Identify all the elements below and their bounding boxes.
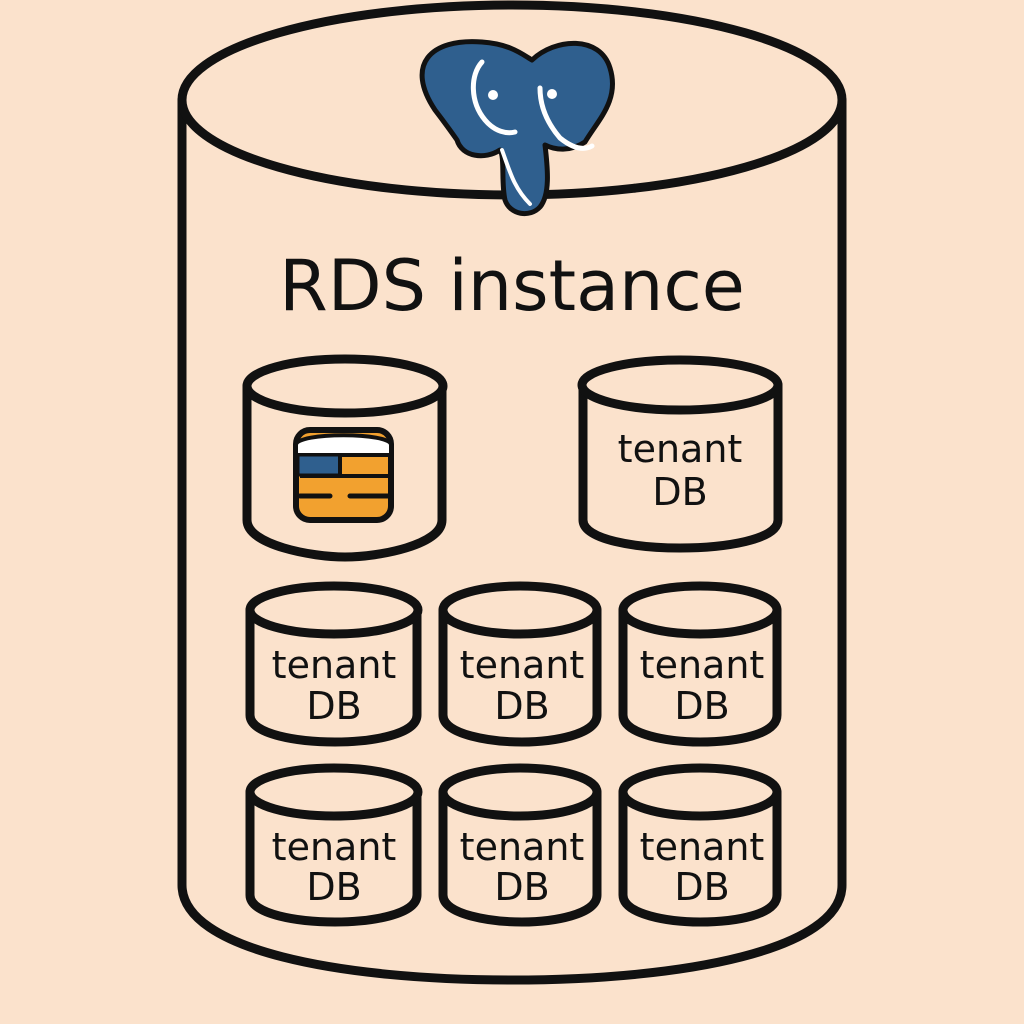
tenant-db-row-3-col-3: tenant DB	[618, 763, 782, 927]
tenant-db-row-2-col-1: tenant DB	[245, 581, 423, 747]
tenant-db-label-line-2: DB	[652, 470, 707, 514]
tenant-db-label-line-1: tenant	[272, 825, 397, 869]
tenant-db-label-line-2: DB	[674, 865, 729, 909]
tenant-db-top	[438, 763, 602, 821]
tenant-db-label-line-2: DB	[306, 684, 361, 728]
tenant-db-top	[245, 763, 423, 821]
rds-cylinder-body	[177, 95, 847, 985]
tenant-db-body	[618, 605, 782, 747]
tenant-db-label-line-2: DB	[674, 684, 729, 728]
tenant-db-label-line-1: tenant	[460, 643, 585, 687]
tenant-db-label-line-1: tenant	[640, 643, 765, 687]
elephant-tusk-highlight	[500, 148, 532, 206]
elephant-ear-highlight	[470, 59, 518, 136]
tenant-db-label-line-2: DB	[306, 865, 361, 909]
postgresql-elephant-icon	[419, 39, 615, 217]
tenant-db-top	[618, 581, 782, 639]
tenant-db-label-line-1: tenant	[640, 825, 765, 869]
elephant-head	[419, 39, 615, 217]
rds-instance-cylinder	[177, 0, 847, 985]
elephant-trunk-highlight	[537, 85, 595, 151]
tenant-db-body	[438, 605, 602, 747]
database-icon-blue-segment	[296, 453, 342, 477]
tenant-db-body	[245, 605, 422, 747]
elephant-eye-right	[547, 89, 557, 99]
tenant-db-body	[618, 787, 782, 927]
tenant-db-label-line-1: tenant	[618, 427, 743, 471]
database-icon	[293, 427, 394, 523]
tenant-db-row-2-col-2: tenant DB	[438, 581, 602, 747]
tenant-db-top	[618, 763, 782, 821]
catalog-db-top	[242, 354, 448, 418]
tenant-db-top	[577, 355, 783, 415]
tenant-db-label-line-2: DB	[494, 865, 549, 909]
tenant-db-top-right: tenant DB	[577, 355, 783, 553]
catalog-db-cylinder	[242, 354, 448, 562]
tenant-db-top	[438, 581, 602, 639]
tenant-db-row-2-col-3: tenant DB	[618, 581, 782, 747]
tenant-db-body	[245, 787, 422, 927]
tenant-db-label-line-1: tenant	[460, 825, 585, 869]
database-icon-cap	[294, 433, 393, 457]
elephant-eye-left	[488, 90, 498, 100]
rds-instance-title: RDS instance	[279, 245, 745, 327]
tenant-db-row-3-col-1: tenant DB	[245, 763, 423, 927]
tenant-db-body	[438, 787, 602, 927]
tenant-db-row-3-col-2: tenant DB	[438, 763, 602, 927]
tenant-db-label-line-1: tenant	[272, 643, 397, 687]
tenant-db-top	[245, 581, 423, 639]
tenant-db-label-line-2: DB	[494, 684, 549, 728]
tenant-db-body	[578, 380, 783, 553]
